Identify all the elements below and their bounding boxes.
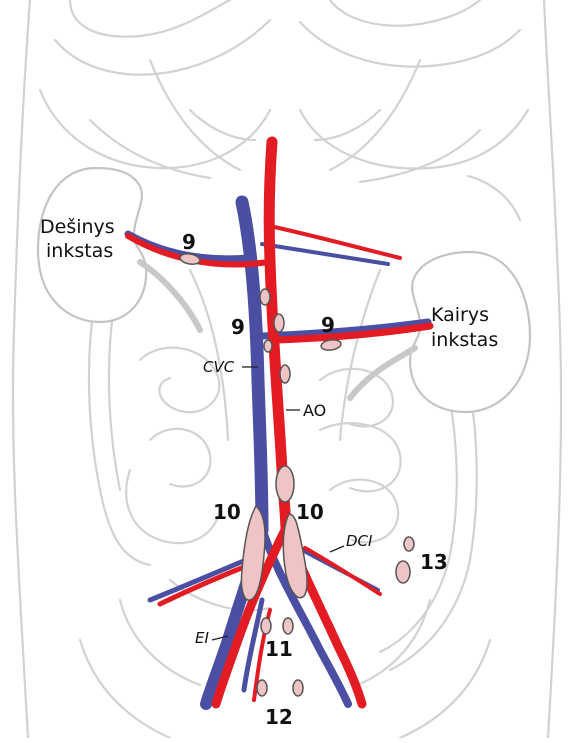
ei-label: EI <box>195 629 209 647</box>
left-kidney-label-line2: inkstas <box>431 329 498 351</box>
lymph-node-9-center-c <box>263 339 273 353</box>
lymph-node-11-a <box>260 617 272 635</box>
lymph-node-11-b <box>282 617 294 635</box>
left-renal-vein <box>258 318 432 340</box>
left-kidney <box>408 250 532 414</box>
node-label-9-center: 9 <box>231 315 245 339</box>
background-anatomy <box>11 0 563 740</box>
right-ureter <box>137 259 203 333</box>
leader-lines <box>211 366 345 641</box>
right-iliac-artery <box>211 523 291 709</box>
node-label-9-right: 9 <box>182 230 196 254</box>
arterial-system <box>125 136 434 709</box>
lymph-node-10-left <box>282 513 308 599</box>
node-label-11: 11 <box>265 637 293 661</box>
node-label-13: 13 <box>420 550 448 574</box>
lymph-node-aortic <box>279 364 291 384</box>
lymph-node-9-left <box>320 339 342 351</box>
left-ureter <box>347 345 418 401</box>
right-kidney-label-line2: inkstas <box>46 240 113 262</box>
lymph-node-13-b <box>395 560 411 584</box>
vena-cava <box>235 195 269 537</box>
lymph-node-13-a <box>403 536 415 552</box>
lymph-node-10-right <box>240 504 266 601</box>
left-kidney-label-line1: Kairys <box>431 304 489 326</box>
lymph-node-9-center-a <box>259 288 271 306</box>
lymph-node-9-center-b <box>273 313 285 333</box>
dci-label: DCI <box>346 532 373 550</box>
lymph-nodes <box>179 253 415 697</box>
right-kidney-label-line1: Dešinys <box>40 216 115 238</box>
node-label-9-left: 9 <box>321 313 335 337</box>
lymph-node-12-a <box>256 679 268 697</box>
cvc-label: CVC <box>203 358 235 376</box>
right-kidney <box>36 166 148 324</box>
ao-label: AO <box>303 401 326 420</box>
lymph-node-10-upper <box>275 465 295 503</box>
left-renal-artery <box>272 322 434 344</box>
lymph-node-9-right <box>179 253 201 265</box>
node-label-12: 12 <box>265 705 293 729</box>
lymph-node-12-b <box>292 679 304 697</box>
node-label-10-left: 10 <box>296 500 324 524</box>
node-label-10-right: 10 <box>213 500 241 524</box>
